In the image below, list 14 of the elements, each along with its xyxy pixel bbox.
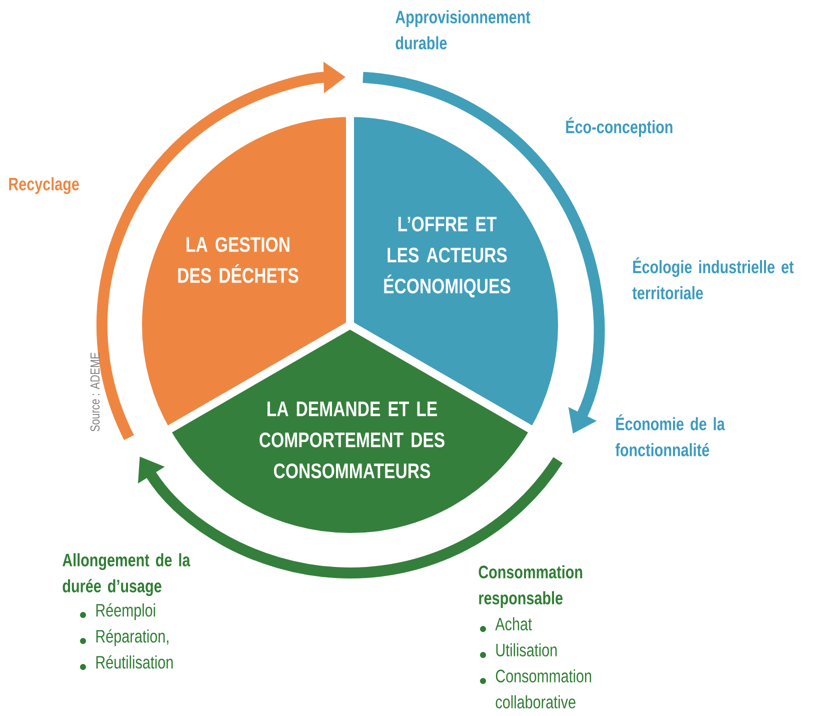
bullet-item: Achat xyxy=(495,617,532,630)
bullet-item: Consommation collaborative xyxy=(496,669,592,708)
bullet-item: Utilisation xyxy=(496,643,557,656)
side-label: Écologie industrielle et territoriale xyxy=(632,257,794,300)
bullet-item: Réemploi xyxy=(96,603,156,620)
bullet-item: Réparation, xyxy=(96,629,168,646)
sector: LA DEMANDE ET LE COMPORTEMENT DES CONSOMMATEURS xyxy=(162,321,538,542)
bullet-item: Réutilisation xyxy=(96,655,173,669)
side-label: Consommation responsable xyxy=(478,565,582,608)
side-label: Économie de la fonctionnalité xyxy=(615,414,725,456)
source-note: Source : ADEME xyxy=(90,352,100,432)
side-label: Approvisionnement durable xyxy=(396,10,530,50)
side-label: Allongement de la durée d’usage xyxy=(62,553,190,596)
side-label: Recyclage xyxy=(9,177,79,194)
